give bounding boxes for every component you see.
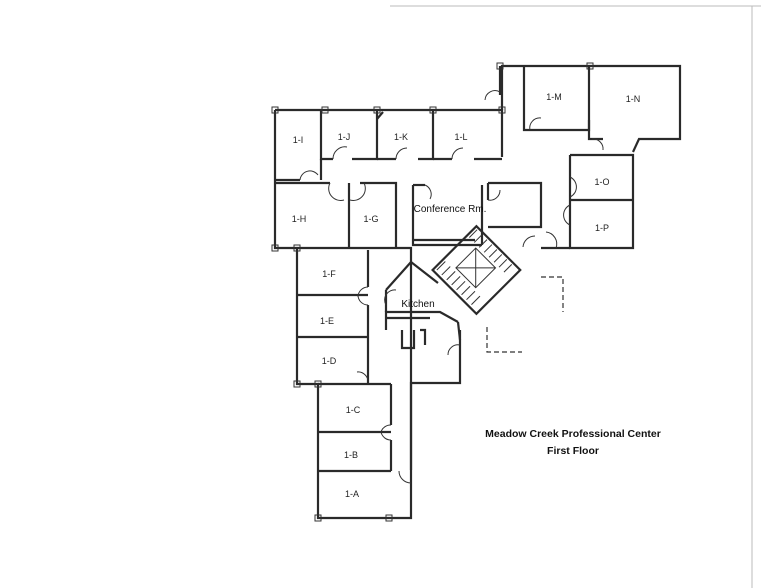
plan-subtitle: First Floor (547, 445, 599, 457)
room-1-n: 1-N (626, 94, 641, 104)
door-swing (545, 231, 558, 249)
stair-tread (468, 229, 478, 238)
stair-tread (478, 239, 488, 248)
room-1-f: 1-F (322, 269, 336, 279)
room-1-a: 1-A (345, 489, 359, 499)
wall (360, 181, 398, 248)
stairwell (431, 224, 522, 316)
stair-tread (451, 276, 461, 286)
door-swing (563, 204, 571, 226)
wall (376, 111, 384, 120)
stairwell-outline (431, 224, 522, 316)
stair-tread (473, 234, 483, 243)
door-swing (451, 147, 464, 160)
room-1-g: 1-G (363, 214, 378, 224)
stair-tread (436, 261, 446, 271)
door-swing (380, 424, 392, 433)
doors (299, 90, 604, 484)
wall (411, 185, 482, 247)
door-swing (398, 470, 412, 484)
column (293, 380, 301, 388)
stair-tread (498, 259, 508, 268)
column (586, 62, 594, 70)
wall (384, 310, 459, 330)
wall (420, 328, 427, 345)
door-swing (395, 147, 408, 160)
dashed-outline (541, 276, 564, 312)
room-conference: Conference Rm. (414, 204, 487, 215)
column (496, 62, 504, 70)
column (293, 244, 301, 252)
column (385, 514, 393, 522)
room-1-k: 1-K (394, 132, 408, 142)
door-swing (299, 170, 319, 181)
wall (488, 181, 543, 229)
door-swing (487, 189, 501, 201)
plan-title: Meadow Creek Professional Center (485, 428, 661, 440)
wall (418, 110, 435, 161)
door-swing (484, 90, 501, 101)
door-swing (356, 371, 369, 384)
stair-tread (503, 263, 513, 273)
door-swing (569, 176, 577, 198)
door-swing (522, 235, 536, 248)
wall (400, 330, 416, 350)
wall (352, 110, 379, 161)
wall (568, 153, 635, 250)
wall (456, 321, 462, 341)
door-swing (328, 182, 345, 201)
stair-tread (488, 249, 498, 258)
wall (522, 66, 591, 132)
room-1-l: 1-L (454, 132, 467, 142)
wall (500, 64, 682, 153)
door-swing (447, 344, 461, 356)
stair-tread (483, 244, 493, 253)
wall (319, 110, 333, 161)
door-swing (380, 431, 392, 441)
column (314, 514, 322, 522)
door-swing (424, 184, 432, 200)
room-1-o: 1-O (594, 177, 609, 187)
door-swing (591, 138, 604, 151)
door-swing (384, 289, 397, 306)
wall (587, 120, 603, 141)
stair-tread (461, 285, 471, 296)
wall (275, 108, 504, 157)
room-1-j: 1-J (338, 132, 351, 142)
room-kitchen: Kitchen (401, 299, 434, 310)
room-1-b: 1-B (344, 450, 358, 460)
column (429, 106, 437, 114)
column (314, 380, 322, 388)
elevator-cross (475, 248, 477, 288)
room-1-i: 1-I (293, 135, 304, 145)
room-1-m: 1-M (546, 92, 562, 102)
stair-tread (441, 266, 451, 276)
column (271, 106, 279, 114)
room-1-p: 1-P (595, 223, 609, 233)
column (321, 106, 329, 114)
column (498, 106, 506, 114)
door-swing (529, 117, 542, 131)
elevator-shaft (455, 247, 497, 289)
stair-tread (446, 271, 456, 281)
room-1-c: 1-C (346, 405, 361, 415)
room-1-h: 1-H (292, 214, 307, 224)
stair-tread (493, 254, 503, 263)
walls (271, 62, 682, 522)
stair-tread (466, 290, 476, 301)
column (271, 244, 279, 252)
dashed-outline (486, 327, 522, 353)
column (373, 106, 381, 114)
door-swing (332, 146, 348, 160)
stair-tread (456, 280, 466, 291)
door-swing (349, 182, 366, 201)
wall (385, 260, 439, 291)
wall (273, 110, 413, 383)
room-1-e: 1-E (320, 316, 334, 326)
door-swing (357, 294, 369, 306)
room-1-d: 1-D (322, 356, 337, 366)
stair-tread (471, 295, 481, 306)
